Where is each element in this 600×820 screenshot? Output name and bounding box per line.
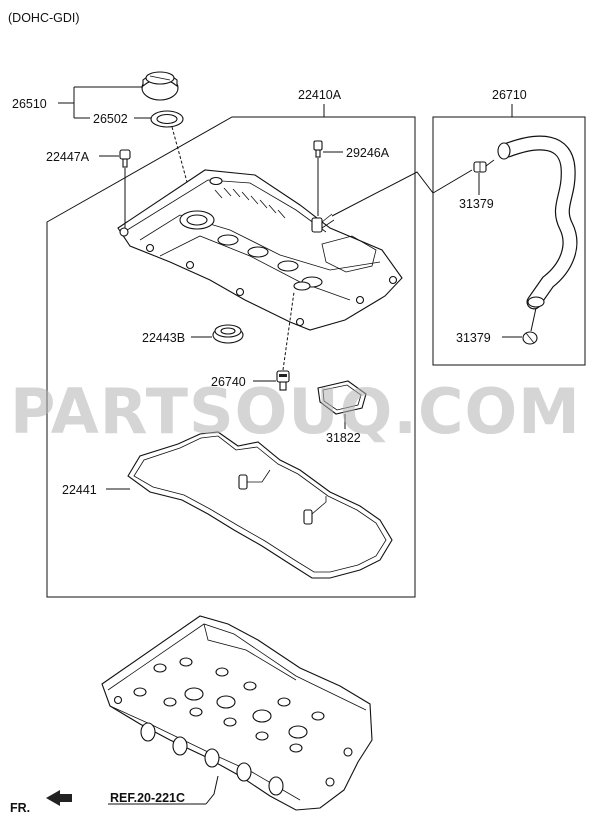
- hose-clamp-bottom[interactable]: [522, 331, 538, 345]
- watermark: PARTSOUQ.COM: [10, 375, 581, 448]
- oil-filler-cap[interactable]: [141, 71, 179, 101]
- label-22410a: 22410A: [298, 88, 342, 102]
- sensor-26740[interactable]: [276, 370, 290, 391]
- label-26510: 26510: [12, 97, 47, 111]
- label-22441: 22441: [62, 483, 97, 497]
- label-22447a: 22447A: [46, 150, 90, 164]
- engine-variant-label: (DOHC-GDI): [8, 11, 80, 25]
- label-26740: 26740: [211, 375, 246, 389]
- cylinder-head-cover[interactable]: [117, 169, 403, 331]
- assembly-frame-26710: [432, 116, 586, 366]
- label-31379-top: 31379: [459, 197, 494, 211]
- cover-bolt[interactable]: [119, 149, 131, 168]
- label-26710: 26710: [492, 88, 527, 102]
- label-31379-bottom: 31379: [456, 331, 491, 345]
- label-31822: 31822: [326, 431, 361, 445]
- pcv-hose[interactable]: [497, 135, 578, 310]
- cover-gasket[interactable]: [127, 431, 393, 579]
- cylinder-head-reference: [101, 615, 373, 811]
- reference-label: REF.20-221C: [110, 791, 185, 805]
- label-29246a: 29246A: [346, 146, 390, 160]
- assembly-frame-22410a: [46, 116, 416, 598]
- spark-plug-seal[interactable]: [212, 324, 244, 344]
- front-direction-arrow-icon: [46, 790, 72, 806]
- label-22443b: 22443B: [142, 331, 185, 345]
- cap-gasket[interactable]: [150, 110, 184, 128]
- stud-bolt[interactable]: [313, 140, 323, 158]
- front-label: FR.: [10, 801, 30, 815]
- label-26502: 26502: [93, 112, 128, 126]
- hose-clamp-top[interactable]: [473, 159, 495, 173]
- gasket-31822[interactable]: [317, 380, 367, 415]
